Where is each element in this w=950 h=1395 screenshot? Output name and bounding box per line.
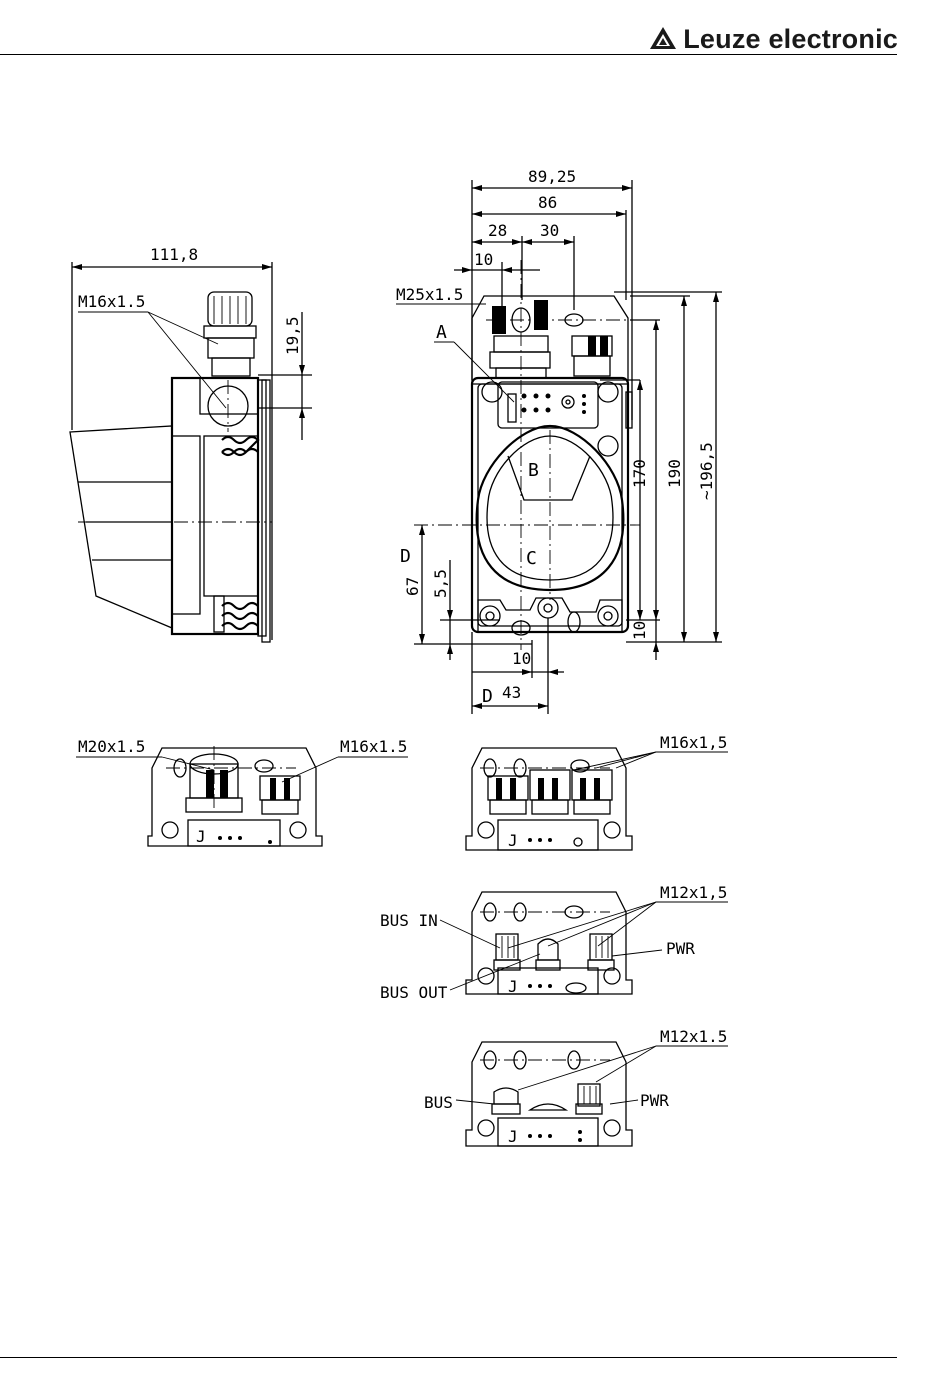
label-b: B (528, 460, 539, 481)
spring-bottom-icon (222, 603, 258, 629)
dim-10-right: 10 (630, 621, 649, 640)
dim-86: 86 (538, 193, 557, 212)
dim-196-5: ~196,5 (697, 442, 716, 500)
label-bus-in: BUS IN (380, 911, 438, 930)
label-m16-bottom: M16x1.5 (340, 737, 407, 756)
side-view: 111,8 M16x1.5 19,5 (70, 245, 312, 642)
label-pwr-bus: PWR (666, 939, 695, 958)
svg-text:J: J (508, 977, 518, 996)
label-bus-out: BUS OUT (380, 983, 448, 1002)
dim-190: 190 (665, 459, 684, 488)
label-pwr-single: PWR (640, 1091, 669, 1110)
dim-10-top: 10 (474, 250, 493, 269)
dim-5-5: 5,5 (431, 569, 450, 598)
label-a: A (436, 322, 447, 343)
dim-111-8: 111,8 (150, 245, 198, 264)
svg-text:J: J (196, 827, 206, 846)
view-m12-single: M12x1.5 BUS PWR J (424, 1027, 728, 1146)
dim-19-5: 19,5 (283, 316, 302, 355)
dim-28: 28 (488, 221, 507, 240)
svg-text:J: J (508, 1127, 518, 1146)
label-m25: M25x1.5 (396, 285, 463, 304)
label-m20: M20x1.5 (78, 737, 145, 756)
label-c: C (526, 548, 537, 569)
label-d-bottom: D (482, 686, 493, 707)
view-m20-gland: M20x1.5 M16x1.5 J (76, 737, 408, 846)
dim-67: 67 (403, 577, 422, 596)
front-view: 89,25 86 28 30 10 M25x1.5 A (396, 167, 722, 714)
label-m12-bus: M12x1,5 (660, 883, 727, 902)
label-m16-side: M16x1.5 (78, 292, 145, 311)
dim-30: 30 (540, 221, 559, 240)
dim-89-25: 89,25 (528, 167, 576, 186)
dim-170: 170 (630, 459, 649, 488)
dim-43: 43 (502, 683, 521, 702)
dim-10-bottom: 10 (512, 649, 531, 668)
spring-top-icon (222, 437, 258, 455)
footer-rule (0, 1357, 897, 1358)
svg-text:J: J (508, 831, 518, 850)
view-m16-triple: M16x1,5 J (466, 733, 728, 850)
label-bus: BUS (424, 1093, 453, 1112)
label-d-left: D (400, 546, 411, 567)
label-m12-single: M12x1.5 (660, 1027, 727, 1046)
view-m12-bus: M12x1,5 BUS IN BUS OUT PWR J (380, 883, 728, 1002)
label-m16-triple: M16x1,5 (660, 733, 727, 752)
